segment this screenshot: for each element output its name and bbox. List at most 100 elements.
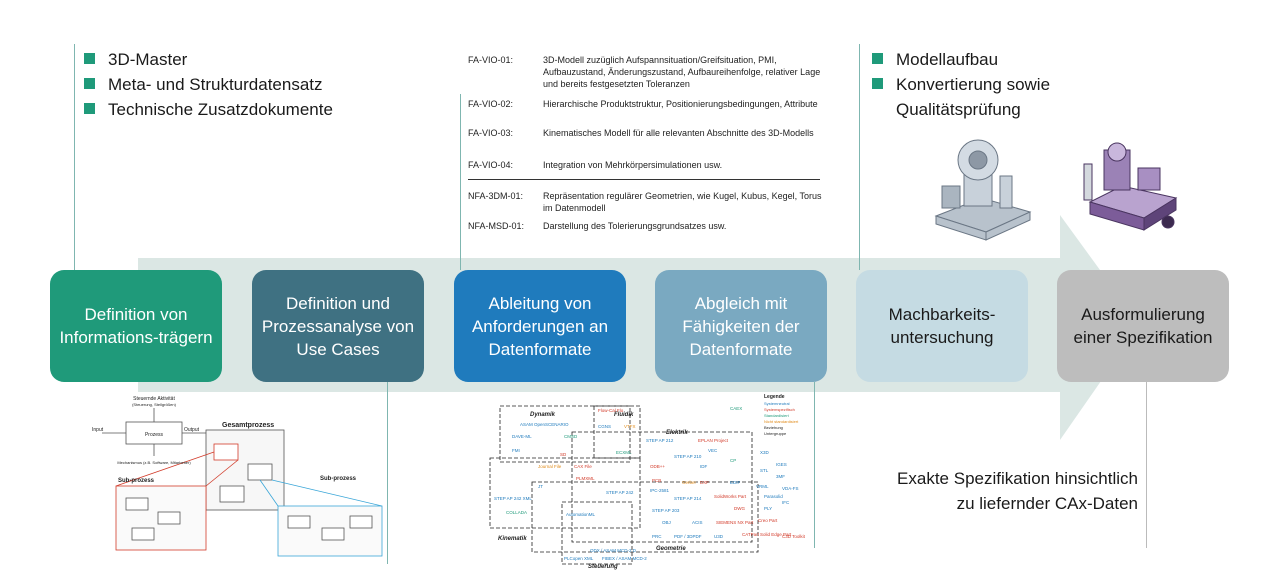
step-abgleich: Abgleich mit Fähigkeiten der Datenformat… <box>655 270 827 382</box>
format-label: Parasolid <box>764 494 783 499</box>
format-label: Creo Part <box>758 518 778 523</box>
list-item: Modellaufbau <box>872 47 1112 72</box>
requirement-text: Kinematisches Modell für alle relevanten… <box>543 128 814 138</box>
format-label: CATPart <box>742 532 760 537</box>
format-label: PLCopen XML <box>564 556 594 561</box>
format-label: ACIS <box>692 520 703 525</box>
fixture-model-image <box>934 139 1032 241</box>
format-group-label: Geometrie <box>656 546 686 552</box>
format-label: SD <box>560 452 567 457</box>
legend-item: Nicht standardisiert <box>764 419 799 424</box>
format-label: PLY <box>764 506 772 511</box>
format-label: DXF <box>700 480 709 485</box>
bullet-square-icon <box>84 103 95 114</box>
requirement-text: Repräsentation regulärer Geometrien, wie… <box>543 191 822 213</box>
format-label: FIBEX / ASAM MCD-2 <box>602 556 647 561</box>
format-label: CP <box>730 458 736 463</box>
connector-line-4 <box>814 382 815 548</box>
format-label: Flow-Cal Flo <box>598 408 624 413</box>
diagram-subprozess-left: Sub-prozess <box>118 478 155 484</box>
requirements-list: FA-VIO-01: 3D-Modell zuzüglich Aufspanns… <box>468 54 828 244</box>
list-item: Technische Zusatzdokumente <box>84 97 333 122</box>
format-label: IFC <box>782 500 790 505</box>
format-label: FMI <box>512 448 520 453</box>
step-anforderungen: Ableitung von Anforderungen an Datenform… <box>454 270 626 382</box>
diagram-input: Input <box>92 427 104 433</box>
spec-note: Exakte Spezifikation hinsichtlich zu lie… <box>897 469 1138 513</box>
step-spezifikation: Ausformulierung einer Spezifikation <box>1057 270 1229 382</box>
format-label: VRML <box>756 484 769 489</box>
diagram-gesamtprozess: Gesamtprozess <box>222 422 274 429</box>
format-label: VDA-FS <box>782 486 799 491</box>
step-use-cases: Definition und Prozessanalyse von Use Ca… <box>252 270 424 382</box>
format-label: PLMXML <box>576 476 595 481</box>
step-label: Definition und Prozessanalyse von Use Ca… <box>261 293 415 359</box>
format-group-label: Steuerung <box>588 564 618 570</box>
legend-item: Untergruppe <box>764 431 787 436</box>
format-label: COLLADA <box>506 510 527 515</box>
connector-line-6 <box>1146 382 1147 548</box>
format-label: STEP AP 210 <box>674 454 702 459</box>
legend-item: Standardisiert <box>764 413 790 418</box>
requirement-code: NFA-3DM-01: <box>468 191 524 201</box>
format-label: STEP AP 203 <box>652 508 680 513</box>
model-steps-list: Modellaufbau Konvertierung sowie Qualitä… <box>872 47 1112 122</box>
format-label: CAEX <box>730 406 742 411</box>
format-label: EDIF <box>730 480 741 485</box>
list-item: Konvertierung sowie Qualitätsprüfung <box>872 72 1112 122</box>
format-label: Gerber <box>682 480 697 485</box>
format-label: Solid Edge Part <box>760 532 792 537</box>
connector-line-1 <box>74 44 75 270</box>
legend-item: Systemspezifisch <box>764 407 795 412</box>
bullet-square-icon <box>84 53 95 64</box>
format-label: VTFX <box>624 424 636 429</box>
info-carrier-list: 3D-Master Meta- und Strukturdatensatz Te… <box>84 47 333 122</box>
connector-line-2 <box>387 382 388 564</box>
bullet-square-icon <box>84 78 95 89</box>
format-label: PRC <box>652 534 662 539</box>
format-label: ECXML <box>616 450 632 455</box>
bullet-square-icon <box>872 78 883 89</box>
diagram-top-label: Steuernde Aktivität <box>133 396 175 402</box>
format-label: C3D Toolkit <box>782 534 806 539</box>
format-label: SIEMENS NX Part <box>716 520 754 525</box>
requirement-text: Integration von Mehrkörpersimulationen u… <box>543 160 723 170</box>
format-label: PCB <box>652 478 661 483</box>
format-label: STL <box>760 468 769 473</box>
list-item: Meta- und Strukturdatensatz <box>84 72 333 97</box>
connector-line-3 <box>460 94 461 270</box>
bullet-square-icon <box>872 53 883 64</box>
format-label: SolidWorks Part <box>714 494 747 499</box>
legend-title: Legende <box>764 394 785 400</box>
step-label: Machbarkeits-untersuchung <box>888 305 996 347</box>
diagram-center: Prozess <box>145 432 164 438</box>
process-hierarchy-diagram: Steuernde Aktivität (Steuerung, Stellgrö… <box>92 396 383 557</box>
requirement-code: FA-VIO-02: <box>468 99 514 109</box>
format-label: OBJ <box>662 520 671 525</box>
format-group-label: Fluidik <box>614 412 634 418</box>
format-label: PDF / 3DPDF <box>674 534 702 539</box>
format-label: U3D <box>714 534 724 539</box>
list-item: 3D-Master <box>84 47 333 72</box>
requirement-code: NFA-MSD-01: <box>468 221 525 231</box>
format-label: AutomationML <box>566 512 596 517</box>
step-label: Definition von Informations-trägern <box>59 305 213 347</box>
format-label: ODB++ <box>650 464 665 469</box>
format-label: STEP AP 242 XML <box>494 496 532 501</box>
step-informationstraeger: Definition von Informations-trägern <box>50 270 222 382</box>
requirement-text: Hierarchische Produktstruktur, Positioni… <box>543 99 818 109</box>
format-label: ODX / ASAM MCD-2 D <box>590 548 637 553</box>
format-label: Journal File <box>538 464 562 469</box>
diagram-mechanism: Mechanismus (z.B. Software, Mitarbeiter) <box>117 460 191 465</box>
format-label: ASAM OpenSCENARIO <box>520 422 569 427</box>
format-label: IDF <box>700 464 708 469</box>
legend-item: Systemneutral <box>764 401 790 406</box>
format-label: STEP AP 212 <box>646 438 674 443</box>
format-label: 3MF <box>776 474 785 479</box>
format-label: VEC <box>708 448 718 453</box>
step-machbarkeit: Machbarkeits-untersuchung <box>856 270 1028 382</box>
format-label: EPLAN Project <box>698 438 729 443</box>
requirement-code: FA-VIO-03: <box>468 128 514 138</box>
robot-cell-model-image <box>1083 142 1178 231</box>
